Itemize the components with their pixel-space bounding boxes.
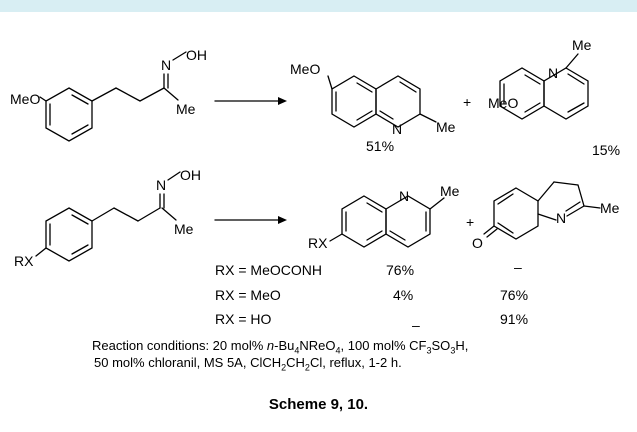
chain-bond <box>115 87 141 102</box>
chain-bond <box>91 87 117 102</box>
product-6-methoxyquinoline: MeO N Me 51% <box>290 61 456 154</box>
label-n: N <box>399 188 409 204</box>
scheme-caption: Scheme 9, 10. <box>268 396 369 413</box>
benzene-ring <box>45 207 93 262</box>
table-cell-spiro-yield: – <box>514 259 522 275</box>
label-rx: RX <box>308 235 328 251</box>
label-oh: OH <box>180 167 201 183</box>
label-me: Me <box>174 221 194 237</box>
label-meo: MeO <box>10 91 40 107</box>
cyclohexadienone-ring <box>493 187 539 240</box>
bond-rx <box>329 233 343 242</box>
reaction-arrow-1 <box>214 97 287 105</box>
yield-15: 15% <box>592 142 620 158</box>
label-n: N <box>548 65 558 81</box>
quinoline-benzo-ring <box>341 195 387 248</box>
c-me-bond <box>583 205 601 209</box>
quinoline-benzo-ring <box>331 75 377 128</box>
label-meo: MeO <box>488 95 518 111</box>
c-me-bond <box>163 87 179 101</box>
substrate-2: RX N OH Me <box>14 167 201 269</box>
product-rx-quinoline: N Me RX <box>308 183 460 251</box>
label-n: N <box>156 177 166 193</box>
c-me-bond <box>419 113 437 123</box>
label-n: N <box>392 121 402 137</box>
c-me-bond <box>429 197 445 210</box>
label-o: O <box>472 235 483 251</box>
label-me: Me <box>436 119 456 135</box>
label-oh: OH <box>186 47 207 63</box>
plus-sign: + <box>463 94 471 110</box>
label-me: Me <box>440 183 460 199</box>
chain-bond <box>139 87 165 102</box>
table-row-rx: RX = HO <box>215 311 272 327</box>
yield-51: 51% <box>366 138 394 154</box>
label-meo: MeO <box>290 61 320 77</box>
label-me: Me <box>176 101 196 117</box>
table-cell-spiro-yield: 76% <box>500 287 529 303</box>
plus-sign: + <box>466 214 474 230</box>
quinoline-pyridine-ring <box>375 75 421 128</box>
bond-meo <box>327 75 333 90</box>
label-me: Me <box>572 37 592 53</box>
table-cell-quinoline-yield: – <box>412 317 420 333</box>
double-bond <box>71 124 89 135</box>
label-n: N <box>161 57 171 73</box>
table-row-rx: RX = MeOCONH <box>215 262 322 278</box>
quinoline-pyridine-ring <box>385 195 431 248</box>
reaction-arrow-2 <box>214 216 287 224</box>
label-n: N <box>556 210 566 226</box>
product-spiro-dienone: O N Me <box>472 181 620 251</box>
c-o-bond <box>483 225 495 235</box>
substrate-1: MeO N OH Me <box>10 47 207 142</box>
reaction-scheme: MeO N OH Me MeO N Me 51% + <box>10 37 620 269</box>
reaction-conditions-line-2: 50 mol% chloranil, MS 5A, ClCH2CH2Cl, re… <box>94 355 402 373</box>
product-8-methoxyquinoline: Me N MeO 15% <box>488 37 620 158</box>
table-row-rx: RX = MeO <box>215 287 281 303</box>
label-rx: RX <box>14 253 34 269</box>
reaction-conditions-line-1: Reaction conditions: 20 mol% n-Bu4NReO4,… <box>92 338 469 356</box>
table-cell-spiro-yield: 91% <box>500 311 529 327</box>
label-me: Me <box>600 200 620 216</box>
c-me-bond <box>565 53 579 69</box>
bond-rx <box>35 247 47 257</box>
double-bond <box>71 94 89 105</box>
quinoline-benzo-ring <box>499 67 545 120</box>
bond-meo <box>39 96 47 102</box>
n-o-bond <box>172 51 187 61</box>
benzene-ring <box>45 87 93 142</box>
table-cell-quinoline-yield: 76% <box>386 262 415 278</box>
top-banner <box>0 0 637 12</box>
table-cell-quinoline-yield: 4% <box>393 287 414 303</box>
